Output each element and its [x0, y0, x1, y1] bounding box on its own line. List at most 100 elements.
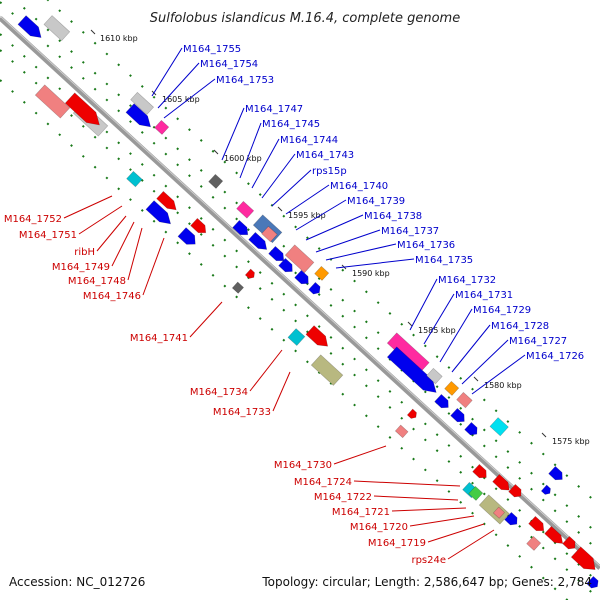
gene-label: M164_1719	[368, 538, 426, 549]
gene-feature-shape	[450, 407, 465, 423]
kbp-label-1605: 1605 kbp	[162, 95, 200, 104]
leader-line	[251, 138, 280, 189]
gene-feature-shape	[278, 257, 293, 273]
gene-feature	[208, 173, 224, 189]
gene-feature-shape	[314, 265, 330, 281]
gene-feature-shape	[528, 515, 545, 532]
gene-feature-shape	[145, 200, 172, 225]
gene-feature	[586, 575, 599, 589]
gene-feature-shape	[468, 485, 484, 501]
gene-label: M164_1744	[280, 135, 338, 146]
gene-feature-shape	[406, 408, 417, 419]
gene-feature-shape	[287, 328, 306, 346]
leader-line	[409, 278, 438, 331]
leader-line	[127, 227, 143, 281]
gene-feature	[492, 473, 510, 491]
leader-line	[335, 258, 415, 269]
gene-feature	[508, 483, 522, 498]
gene-feature	[287, 328, 306, 346]
gene-label: M164_1727	[509, 336, 567, 347]
gene-label: M164_1722	[314, 492, 372, 503]
gene-feature	[394, 424, 409, 439]
scale-tick	[90, 29, 96, 35]
gene-feature-shape	[43, 15, 71, 42]
gene-label: M164_1748	[68, 276, 126, 287]
gene-feature	[17, 15, 42, 38]
leader-line	[189, 301, 223, 338]
gene-feature-shape	[394, 424, 409, 439]
gene-feature-shape	[562, 535, 576, 550]
gene-feature-shape	[478, 494, 510, 525]
gene-feature-shape	[177, 227, 196, 245]
forward-gene-labels: M164_1755 M164_1754 M164_1753 M164_1747 …	[183, 44, 584, 362]
gene-label: ribH	[74, 247, 95, 258]
gene-feature-shape	[156, 190, 177, 211]
gene-label: M164_1731	[455, 290, 513, 301]
gene-feature	[492, 506, 506, 519]
gene-feature-shape	[268, 245, 285, 262]
gene-feature	[406, 408, 417, 419]
gene-feature-shape	[492, 506, 506, 519]
gene-feature	[294, 269, 309, 285]
gene-label: M164_1724	[294, 477, 352, 488]
gene-feature	[526, 535, 542, 551]
scale-tick	[213, 149, 219, 155]
gene-feature-shape	[126, 170, 143, 188]
gene-feature-shape	[526, 535, 542, 551]
gene-feature	[261, 225, 278, 243]
leader-line	[261, 153, 296, 199]
gene-feature	[528, 515, 545, 532]
gene-feature-shape	[17, 15, 42, 38]
leader-line	[373, 495, 459, 501]
gene-feature-shape	[570, 546, 596, 570]
scale-labels: 1610 kbp 1605 kbp 1600 kbp 1595 kbp 1590…	[90, 29, 590, 446]
leader-line	[63, 195, 113, 219]
gene-label: M164_1730	[274, 460, 332, 471]
gene-feature	[190, 217, 207, 234]
leader-line	[305, 214, 364, 241]
leader-line	[78, 205, 123, 235]
gene-feature-shape	[444, 380, 460, 396]
gene-feature-shape	[34, 84, 71, 119]
scale-tick	[473, 376, 479, 382]
label-leaders	[63, 47, 526, 560]
gene-feature-shape	[548, 465, 563, 481]
leader-line	[142, 237, 165, 296]
leader-line	[272, 371, 291, 412]
gene-feature	[570, 546, 596, 570]
leader-line	[96, 215, 127, 252]
gene-feature	[489, 417, 509, 437]
gene-feature	[308, 281, 321, 295]
gene-label: M164_1753	[216, 75, 274, 86]
gene-feature	[450, 407, 465, 423]
gene-feature-shape	[544, 525, 564, 544]
gene-feature-shape	[308, 281, 321, 295]
leader-line	[271, 169, 312, 207]
gene-feature	[231, 281, 245, 294]
gene-feature	[305, 325, 329, 347]
gene-label: M164_1721	[332, 507, 390, 518]
map-title: Sulfolobus islandicus M.16.4, complete g…	[150, 11, 460, 26]
gene-feature-shape	[504, 511, 518, 526]
gene-feature	[456, 391, 473, 409]
gene-label: M164_1740	[330, 181, 388, 192]
leader-line	[163, 78, 216, 119]
gene-label: M164_1728	[491, 321, 549, 332]
gene-feature-shape	[464, 421, 478, 436]
gene-feature	[310, 354, 344, 386]
leader-line	[111, 221, 135, 267]
gene-label: M164_1745	[262, 119, 320, 130]
gene-feature	[278, 257, 293, 273]
leader-line	[439, 308, 473, 363]
gene-feature	[472, 463, 487, 479]
leader-line	[151, 47, 183, 97]
gene-label: M164_1729	[473, 305, 531, 316]
scale-tick	[407, 321, 413, 327]
gene-feature	[156, 190, 177, 211]
gene-feature-shape	[456, 391, 473, 409]
gene-label: M164_1741	[130, 333, 188, 344]
gene-feature-shape	[540, 484, 551, 495]
gene-feature	[434, 393, 449, 409]
leader-line	[157, 62, 200, 109]
